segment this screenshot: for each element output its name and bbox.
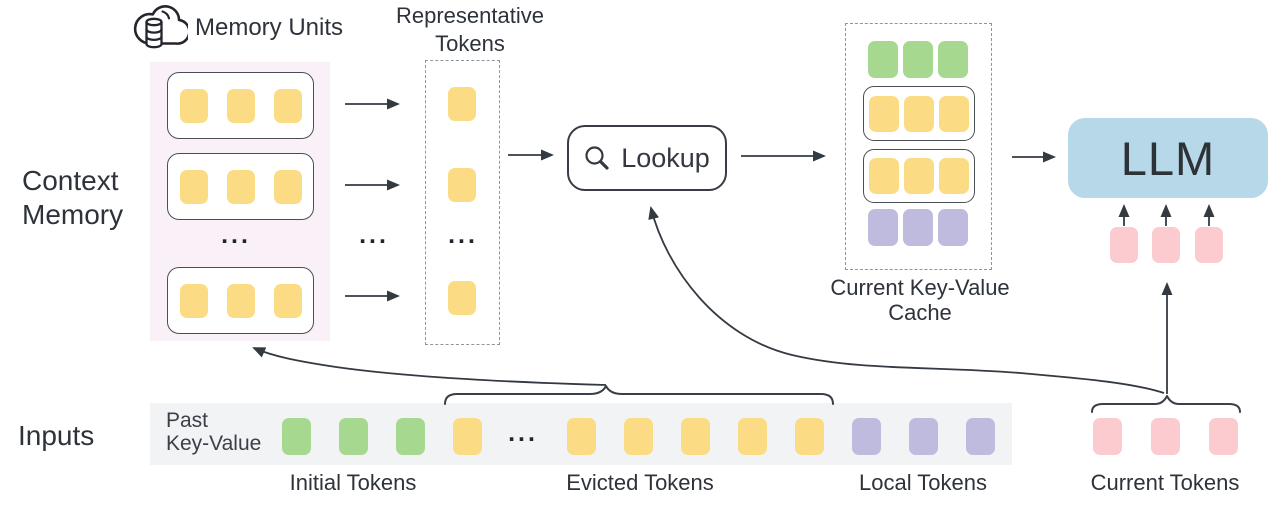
- representative-token: [448, 168, 476, 202]
- kv-token: [226, 169, 255, 204]
- cache-memory-unit: [863, 149, 975, 203]
- current-kv-cache-label: Current Key-Value Cache: [830, 275, 1010, 325]
- kv-token: [273, 283, 302, 318]
- current-token: [1093, 418, 1122, 455]
- search-icon: [585, 145, 609, 170]
- local-token: [909, 418, 938, 455]
- representative-tokens-box: [425, 60, 500, 345]
- cache-memory-unit: [863, 86, 975, 141]
- kv-token: [868, 209, 898, 246]
- current-tokens-label: Current Tokens: [1090, 470, 1240, 495]
- llm-label: LLM: [1120, 131, 1216, 185]
- memory-unit: [167, 72, 314, 139]
- representative-token: [448, 87, 476, 121]
- kv-token: [903, 41, 933, 78]
- initial-tokens-label: Initial Tokens: [289, 470, 417, 495]
- past-key-value-label: Past Key-Value: [166, 409, 262, 455]
- current-token: [1195, 227, 1223, 263]
- representative-token: [448, 281, 476, 315]
- initial-token: [339, 418, 368, 455]
- cache-initial-row: [863, 41, 973, 78]
- evicted-token: [738, 418, 767, 455]
- current-token: [1152, 227, 1180, 263]
- kv-token: [179, 88, 208, 123]
- evicted-token: [681, 418, 710, 455]
- memory-units-title: Memory Units: [195, 14, 344, 41]
- kv-token: [226, 88, 255, 123]
- evicted-token: [453, 418, 482, 455]
- evicted-token: [624, 418, 653, 455]
- current-token: [1151, 418, 1180, 455]
- llm-node: LLM: [1068, 118, 1268, 198]
- memory-cloud-database-icon: [133, 5, 188, 49]
- local-token: [852, 418, 881, 455]
- representative-tokens-ellipsis: ...: [448, 221, 478, 249]
- evicted-token: [795, 418, 824, 455]
- kv-token: [939, 158, 969, 194]
- representative-tokens-title: Representative Tokens: [396, 3, 544, 56]
- kv-token: [179, 169, 208, 204]
- kv-token: [273, 169, 302, 204]
- evicted-tokens-label: Evicted Tokens: [566, 470, 714, 495]
- evicted-tokens-brace: [444, 385, 834, 405]
- context-memory-label: Context Memory: [22, 165, 124, 230]
- evicted-token: [567, 418, 596, 455]
- inputs-label: Inputs: [18, 420, 95, 451]
- kv-token: [904, 158, 934, 194]
- kv-token: [868, 41, 898, 78]
- lookup-node: Lookup: [567, 125, 727, 191]
- kv-token: [939, 95, 969, 132]
- current-token: [1209, 418, 1238, 455]
- local-tokens-label: Local Tokens: [858, 470, 987, 495]
- kv-token: [869, 95, 899, 132]
- evicted-tokens-ellipsis: ...: [508, 419, 538, 447]
- initial-token: [282, 418, 311, 455]
- initial-token: [396, 418, 425, 455]
- kv-token: [903, 209, 933, 246]
- memory-unit: [167, 153, 314, 220]
- kv-token: [938, 41, 968, 78]
- local-token: [966, 418, 995, 455]
- kv-token: [869, 158, 899, 194]
- kv-token: [904, 95, 934, 132]
- kv-token: [226, 283, 255, 318]
- kv-token: [273, 88, 302, 123]
- kv-token: [938, 209, 968, 246]
- arrow-evicted-to-memory: [252, 347, 607, 386]
- memory-units-ellipsis: ...: [221, 221, 251, 249]
- memory-unit: [167, 267, 314, 334]
- current-tokens-brace: [1091, 395, 1241, 413]
- between-boxes-ellipsis: ...: [359, 221, 389, 249]
- kv-token: [179, 283, 208, 318]
- lookup-label: Lookup: [621, 142, 710, 173]
- cache-local-row: [863, 209, 973, 246]
- current-token: [1110, 227, 1138, 263]
